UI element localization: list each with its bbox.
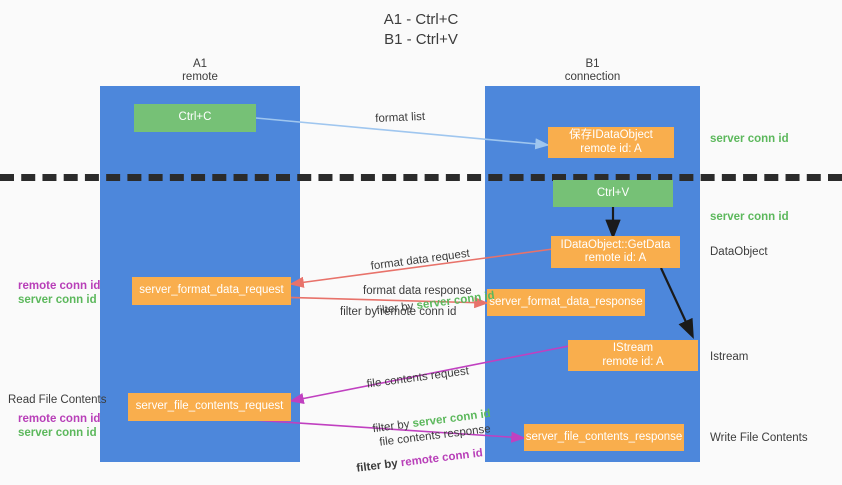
box-ctrl-v[interactable]: Ctrl+V [553,180,673,207]
label-file-contents-response-filter-prefix: filter by [355,457,402,475]
annotation-write-file-contents: Write File Contents [710,432,808,444]
box-istream[interactable]: IStream remote id: A [568,340,698,371]
annotation-istream: Istream [710,351,749,363]
label-format-data-request: format data request filter by server con… [366,214,500,348]
label-format-data-response-filter: filter by remote conn id [340,305,456,319]
label-format-data-response-filter-value: remote conn id [380,306,457,318]
box-server-file-contents-response[interactable]: server_file_contents_response [524,424,684,451]
annotation-remote-conn-id-1: remote conn id [18,280,101,292]
lane-header-b1: B1 connection [564,58,621,83]
annotation-server-conn-id-2: server conn id [18,427,97,439]
label-format-data-response: format data response [363,285,472,297]
annotation-server-conn-id-top: server conn id [710,133,789,145]
box-ctrl-c[interactable]: Ctrl+C [134,104,256,132]
label-format-list: format list [375,110,426,125]
box-server-format-data-response[interactable]: server_format_data_response [487,289,645,316]
box-idataobject-getdata[interactable]: IDataObject::GetData remote id: A [551,236,680,268]
annotation-remote-conn-id-2: remote conn id [18,413,101,425]
label-format-data-request-text: format data request [370,247,471,273]
box-idataobject[interactable]: 保存IDataObject remote id: A [548,127,674,158]
label-file-contents-response-filter-value: remote conn id [400,447,484,470]
box-server-file-contents-request[interactable]: server_file_contents_request [128,393,291,421]
annotation-read-file-contents: Read File Contents [8,394,107,406]
annotation-server-conn-id-1: server conn id [18,294,97,306]
trust-boundary-dashed-line [0,174,842,181]
lane-header-a1: A1 remote [182,58,218,83]
annotation-dataobject: DataObject [710,246,768,258]
page-title: A1 - Ctrl+C B1 - Ctrl+V [383,11,459,48]
box-server-format-data-request[interactable]: server_format_data_request [132,277,291,305]
label-file-contents-request-text: file contents request [366,365,470,391]
annotation-server-conn-id-mid: server conn id [710,211,789,223]
label-format-data-response-filter-prefix: filter by [340,306,381,318]
